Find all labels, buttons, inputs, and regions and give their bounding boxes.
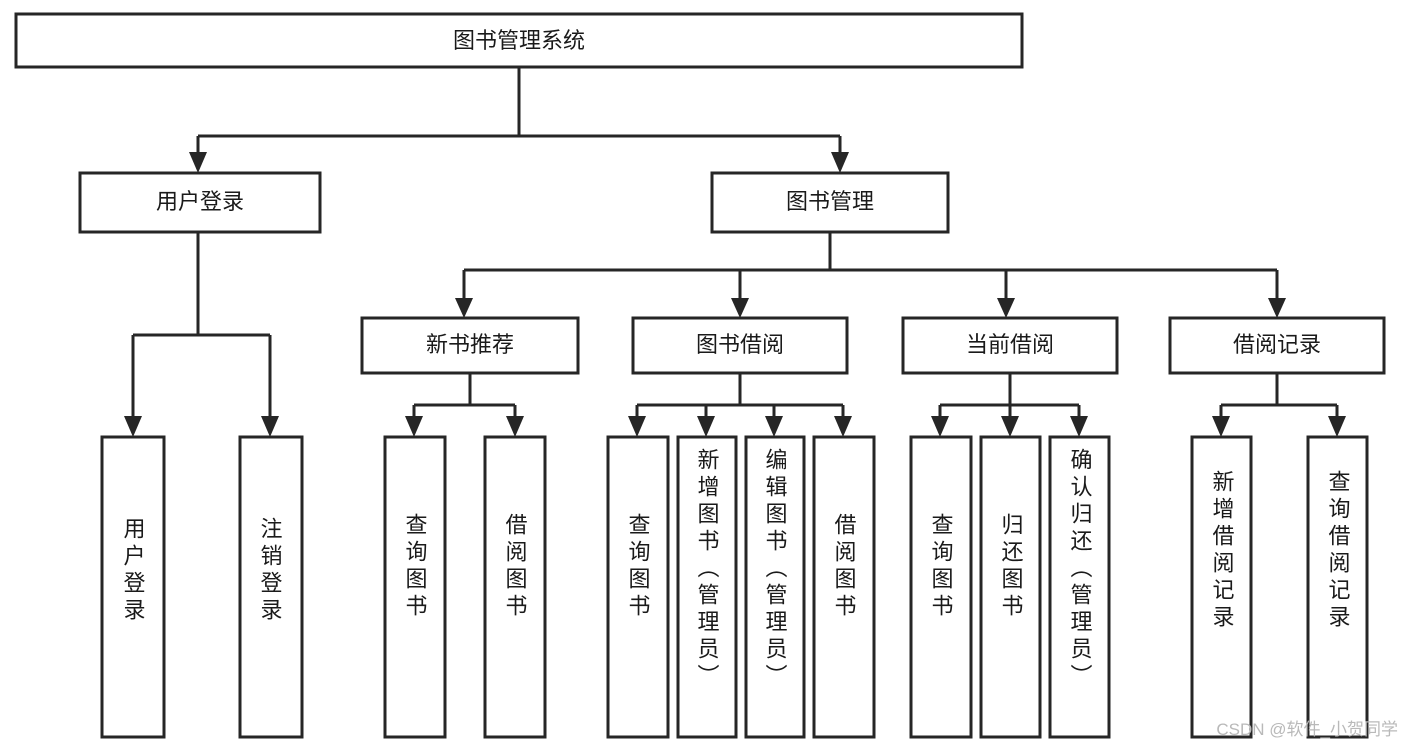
arrowhead-leaf-add-book-admin <box>697 416 715 437</box>
node-current-borrow-label: 当前借阅 <box>966 332 1054 357</box>
node-leaf-user-login-label: 用户登录 <box>121 517 146 625</box>
node-leaf-borrow-book-1-box[interactable] <box>483 435 547 739</box>
node-leaf-logout-login-label: 注销登录 <box>258 517 283 625</box>
node-leaf-query-borrow-record-box[interactable] <box>1306 435 1369 739</box>
arrowhead-leaf-user-login <box>124 416 142 437</box>
node-leaf-edit-book-admin-label: 编辑图书（管理员） <box>763 448 788 691</box>
node-leaf-edit-book-admin-box[interactable] <box>744 435 806 739</box>
node-new-book-recommend-label: 新书推荐 <box>426 332 514 357</box>
node-leaf-confirm-return-admin[interactable]: 确认归还（管理员） <box>1048 435 1111 739</box>
node-user-login-label: 用户登录 <box>156 189 244 214</box>
node-leaf-confirm-return-admin-box[interactable] <box>1048 435 1111 739</box>
node-leaf-query-book-2-label: 查询图书 <box>626 513 651 621</box>
node-root-box[interactable] <box>14 12 1024 69</box>
node-leaf-query-borrow-record[interactable]: 查询借阅记录 <box>1306 435 1369 739</box>
node-leaf-query-book-1[interactable]: 查询图书 <box>383 435 447 739</box>
arrowhead-leaf-query-book-1 <box>405 416 423 437</box>
arrowhead-book-borrow <box>731 298 749 318</box>
node-book-manage-label: 图书管理 <box>786 189 874 214</box>
node-leaf-query-borrow-record-label: 查询借阅记录 <box>1326 470 1351 632</box>
node-leaf-add-borrow-record-label: 新增借阅记录 <box>1210 470 1235 632</box>
node-user-login-box[interactable] <box>78 171 322 234</box>
node-book-manage-box[interactable] <box>710 171 950 234</box>
node-user-login[interactable]: 用户登录 <box>78 171 322 234</box>
node-book-borrow-label: 图书借阅 <box>696 332 784 357</box>
arrowhead-leaf-query-book-2 <box>628 416 646 437</box>
node-new-book-recommend-box[interactable] <box>360 316 580 375</box>
arrowhead-user-login <box>189 152 207 173</box>
node-borrow-record-box[interactable] <box>1168 316 1386 375</box>
arrowhead-leaf-add-borrow-record <box>1212 416 1230 437</box>
arrowhead-leaf-query-borrow-record <box>1328 416 1346 437</box>
node-leaf-query-book-3-box[interactable] <box>909 435 973 739</box>
node-leaf-logout-login[interactable]: 注销登录 <box>238 435 304 739</box>
node-leaf-add-book-admin[interactable]: 新增图书（管理员） <box>676 435 738 739</box>
node-leaf-query-book-2[interactable]: 查询图书 <box>606 435 670 739</box>
node-new-book-recommend[interactable]: 新书推荐 <box>360 316 580 375</box>
arrowhead-leaf-logout-login <box>261 416 279 437</box>
node-leaf-logout-login-box[interactable] <box>238 435 304 739</box>
node-leaf-borrow-book-1-label: 借阅图书 <box>503 513 528 621</box>
node-leaf-add-borrow-record[interactable]: 新增借阅记录 <box>1190 435 1253 739</box>
node-leaf-user-login[interactable]: 用户登录 <box>100 435 166 739</box>
arrowhead-new-book-recommend <box>455 298 473 318</box>
arrowhead-leaf-confirm-return-admin <box>1070 416 1088 437</box>
node-leaf-return-book[interactable]: 归还图书 <box>979 435 1042 739</box>
arrowhead-borrow-record <box>1268 298 1286 318</box>
node-leaf-borrow-book-1[interactable]: 借阅图书 <box>483 435 547 739</box>
node-leaf-add-book-admin-box[interactable] <box>676 435 738 739</box>
node-root[interactable]: 图书管理系统 <box>14 12 1024 69</box>
arrowhead-leaf-query-book-3 <box>931 416 949 437</box>
node-leaf-user-login-box[interactable] <box>100 435 166 739</box>
node-leaf-return-book-label: 归还图书 <box>999 513 1024 621</box>
node-book-borrow[interactable]: 图书借阅 <box>631 316 849 375</box>
node-leaf-query-book-1-box[interactable] <box>383 435 447 739</box>
arrowhead-leaf-return-book <box>1001 416 1019 437</box>
arrowhead-leaf-edit-book-admin <box>765 416 783 437</box>
node-borrow-record[interactable]: 借阅记录 <box>1168 316 1386 375</box>
arrowhead-leaf-borrow-book-2 <box>834 416 852 437</box>
node-leaf-return-book-box[interactable] <box>979 435 1042 739</box>
node-root-label: 图书管理系统 <box>453 28 585 53</box>
node-book-manage[interactable]: 图书管理 <box>710 171 950 234</box>
node-leaf-query-book-3-label: 查询图书 <box>929 513 954 621</box>
node-leaf-borrow-book-2-label: 借阅图书 <box>832 513 857 621</box>
node-borrow-record-label: 借阅记录 <box>1233 332 1321 357</box>
csdn-watermark: CSDN @软件_小贺同学 <box>1216 720 1398 739</box>
node-book-borrow-box[interactable] <box>631 316 849 375</box>
node-leaf-add-borrow-record-box[interactable] <box>1190 435 1253 739</box>
node-leaf-edit-book-admin[interactable]: 编辑图书（管理员） <box>744 435 806 739</box>
arrowhead-book-manage <box>831 152 849 173</box>
node-leaf-borrow-book-2[interactable]: 借阅图书 <box>812 435 876 739</box>
node-leaf-query-book-3[interactable]: 查询图书 <box>909 435 973 739</box>
node-current-borrow[interactable]: 当前借阅 <box>901 316 1119 375</box>
node-leaf-query-book-1-label: 查询图书 <box>403 513 428 621</box>
node-leaf-add-book-admin-label: 新增图书（管理员） <box>695 448 720 691</box>
arrowhead-current-borrow <box>997 298 1015 318</box>
node-leaf-query-book-2-box[interactable] <box>606 435 670 739</box>
node-leaf-confirm-return-admin-label: 确认归还（管理员） <box>1068 448 1093 691</box>
node-leaf-borrow-book-2-box[interactable] <box>812 435 876 739</box>
connector-group <box>124 67 1346 437</box>
node-current-borrow-box[interactable] <box>901 316 1119 375</box>
arrowhead-leaf-borrow-book-1 <box>506 416 524 437</box>
